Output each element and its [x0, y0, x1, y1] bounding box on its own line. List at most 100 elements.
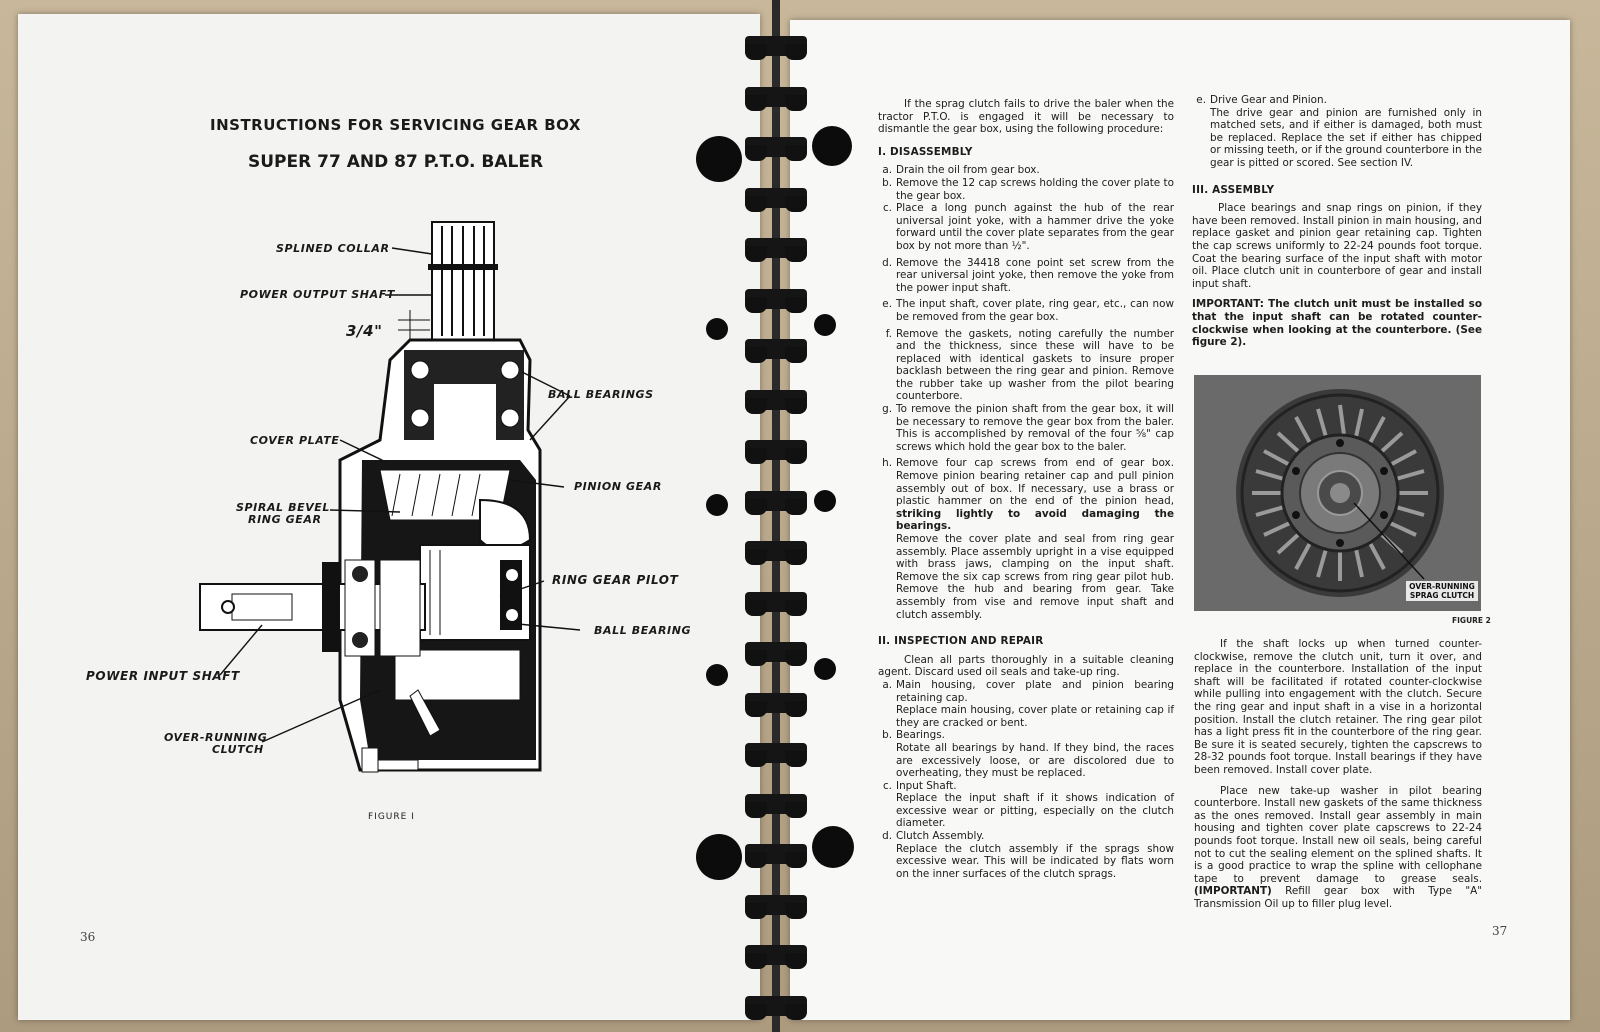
list-item-title: Clutch Assembly. [896, 830, 985, 843]
intro-paragraph: If the sprag clutch fails to drive the b… [878, 98, 1174, 136]
binding-ring [745, 390, 807, 414]
reassembly-paragraph-1: If the shaft locks up when turned counte… [1194, 638, 1482, 776]
section-1-heading: I. DISASSEMBLY [878, 145, 973, 158]
ring-gear-photo-drawing [1194, 375, 1481, 611]
page-subtitle: SUPER 77 AND 87 P.T.O. BALER [248, 152, 544, 172]
list-item-label: g. [882, 403, 892, 416]
page-title: INSTRUCTIONS FOR SERVICING GEAR BOX [210, 116, 581, 134]
binding-ring [745, 592, 807, 616]
reassembly-paragraph-2: Place new take-up washer in pilot bearin… [1194, 784, 1482, 885]
binding-ring [745, 541, 807, 565]
right-column-2: e. Drive Gear and Pinion.The drive gear a… [1192, 94, 1482, 349]
power-input-shaft-drawing [199, 559, 426, 657]
binding-ring [745, 339, 807, 363]
page-number-right: 37 [1492, 924, 1508, 938]
list-item-label: c. [882, 779, 892, 792]
list-item-text: Place a long punch against the hub of th… [896, 202, 1174, 252]
list-item-title: Bearings. [896, 729, 945, 742]
list-item-text: Replace the input shaft if it shows indi… [896, 792, 1174, 830]
label-spiral-bevel: SPIRAL BEVEL [236, 501, 330, 514]
important-inline: (IMPORTANT) [1194, 885, 1272, 898]
figure-2-caption: FIGURE 2 [1452, 616, 1491, 625]
label-splined-collar: SPLINED COLLAR [276, 242, 390, 255]
label-ball-bearings: BALL BEARINGS [548, 388, 654, 401]
label-pinion-gear: PINION GEAR [574, 480, 662, 493]
list-item-label: b. [882, 176, 892, 189]
power-output-shaft-drawing [428, 221, 498, 343]
binding-ring [745, 188, 807, 212]
label-power-output-shaft: POWER OUTPUT SHAFT [240, 288, 396, 301]
label-dimension: 3/4" [346, 322, 383, 340]
section-2-heading: II. INSPECTION AND REPAIR [878, 635, 1044, 648]
binding-ring [745, 996, 807, 1020]
figure-1-caption: FIGURE I [368, 812, 415, 822]
binding-ring [745, 491, 807, 515]
binding-ring [745, 36, 807, 60]
binding-ring [745, 794, 807, 818]
list-item: e.The input shaft, cover plate, ring gea… [878, 298, 1174, 323]
assembly-paragraph: Place bearings and snap rings on pinion,… [1192, 202, 1482, 290]
label-power-input-shaft: POWER INPUT SHAFT [86, 669, 240, 683]
warning-text: striking lightly to avoid damaging the b… [896, 507, 1174, 533]
list-item-label: a. [882, 164, 892, 177]
important-note: IMPORTANT: The clutch unit must be insta… [1192, 298, 1482, 349]
binding-ring [745, 87, 807, 111]
list-item-continuation: Remove the cover plate and seal from rin… [896, 533, 1174, 621]
right-column-2-lower: If the shaft locks up when turned counte… [1194, 638, 1482, 910]
list-item-title: Input Shaft. [896, 779, 957, 792]
list-item-label: e. [882, 298, 892, 311]
list-item-text: Replace main housing, cover plate or ret… [896, 704, 1174, 729]
label-ring-gear: RING GEAR [248, 513, 322, 526]
list-item-label: e. [1196, 94, 1206, 106]
list-item-title: Drive Gear and Pinion. [1210, 94, 1327, 106]
list-item: c. Input Shaft.Replace the input shaft if… [878, 780, 1174, 830]
list-item-text: Remove the 12 cap screws holding the cov… [896, 176, 1174, 202]
photo-label: OVER-RUNNING SPRAG CLUTCH [1406, 581, 1478, 601]
list-item: g. To remove the pinion shaft from the ge… [878, 403, 1174, 453]
binding-ring [745, 844, 807, 868]
page-number-left: 36 [80, 930, 96, 944]
list-item-label: b. [882, 729, 892, 742]
right-column-1: If the sprag clutch fails to drive the b… [878, 98, 1174, 880]
list-item-text: To remove the pinion shaft from the gear… [896, 403, 1174, 453]
binding-ring [745, 440, 807, 464]
list-item: a.Main housing, cover plate and pinion b… [878, 679, 1174, 729]
label-clutch: CLUTCH [212, 743, 264, 756]
list-item-label: d. [882, 830, 892, 843]
list-item: b. Remove the 12 cap screws holding the c… [878, 177, 1174, 202]
binding-ring [745, 238, 807, 262]
label-ball-bearing: BALL BEARING [594, 624, 691, 637]
binding-ring [745, 693, 807, 717]
list-item-label: c. [882, 202, 892, 215]
binding-spine [772, 0, 780, 1032]
list-item-text: Rotate all bearings by hand. If they bin… [896, 741, 1174, 780]
list-item-text: Remove the 34418 cone point set screw fr… [896, 256, 1174, 294]
gear-housing-drawing [338, 338, 542, 773]
list-item-label: h. [882, 457, 892, 470]
list-item-label: f. [885, 327, 892, 340]
label-ring-gear-pilot: RING GEAR PILOT [552, 573, 679, 587]
spiral-binding [696, 0, 854, 1032]
list-item: f. Remove the gaskets, noting carefully t… [878, 328, 1174, 404]
sprag-clutch-photo: OVER-RUNNING SPRAG CLUTCH [1194, 375, 1481, 611]
list-item-label: d. [882, 256, 892, 269]
list-item: h.Remove four cap screws from end of gea… [878, 457, 1174, 533]
list-item-text: The drive gear and pinion are furnished … [1210, 106, 1482, 169]
binding-ring [745, 743, 807, 767]
list-item: b. Bearings.Rotate all bearings by hand. … [878, 729, 1174, 779]
binding-ring [745, 945, 807, 969]
list-item-text: Drain the oil from gear box. [896, 164, 1040, 177]
list-item-title: Main housing, cover plate and pinion bea… [896, 678, 1174, 704]
list-item: a. Drain the oil from gear box. [878, 164, 1174, 177]
list-item-text: Replace the clutch assembly if the sprag… [896, 842, 1174, 880]
label-cover-plate: COVER PLATE [250, 434, 340, 447]
list-item: c. Place a long punch against the hub of … [878, 202, 1174, 252]
binding-ring [745, 895, 807, 919]
list-item: e. Drive Gear and Pinion.The drive gear a… [1192, 94, 1482, 170]
section-3-heading: III. ASSEMBLY [1192, 183, 1275, 196]
binding-ring [745, 289, 807, 313]
binding-ring [745, 642, 807, 666]
binding-ring [745, 137, 807, 161]
label-over-running: OVER-RUNNING [164, 731, 267, 744]
list-item-text: Remove the gaskets, noting carefully the… [896, 327, 1174, 403]
